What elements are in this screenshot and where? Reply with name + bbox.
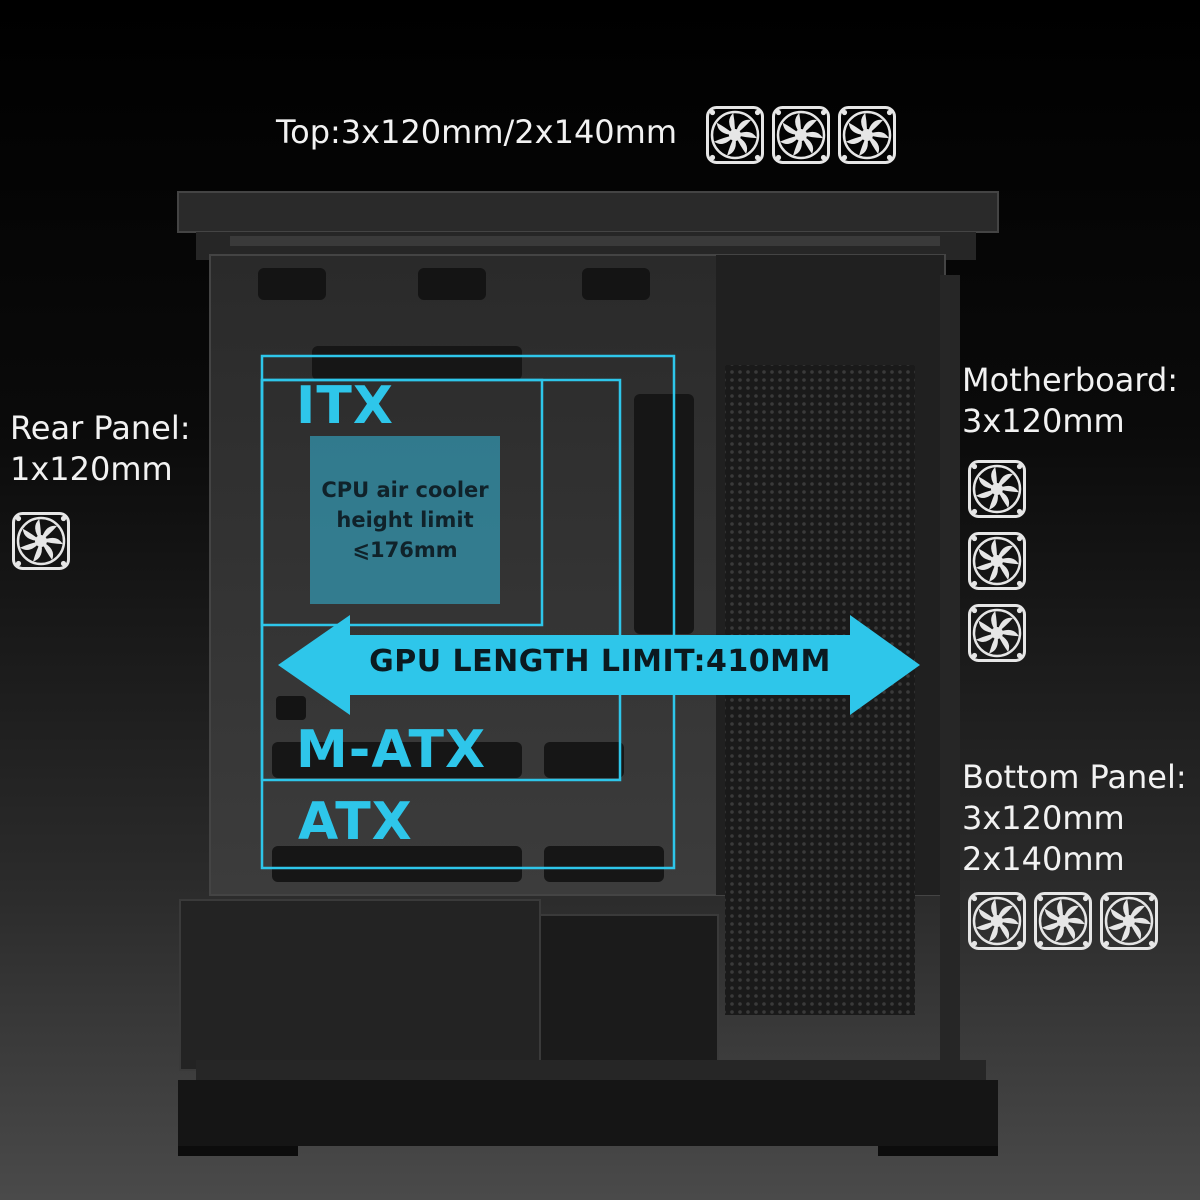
cpu-cooler-line-2: height limit xyxy=(336,508,474,532)
fan-icon xyxy=(968,892,1026,950)
rear-panel-title: Rear Panel: xyxy=(10,409,191,447)
rear-panel-label: Rear Panel: 1x120mm xyxy=(10,408,191,490)
itx-label: ITX xyxy=(296,376,394,436)
motherboard-fans xyxy=(968,460,1026,662)
cpu-cooler-line-3: ⩽176mm xyxy=(352,538,458,562)
top-fans xyxy=(706,106,896,164)
fan-icon xyxy=(12,512,70,570)
motherboard-label: Motherboard: 3x120mm xyxy=(962,360,1178,442)
fan-icon xyxy=(772,106,830,164)
fan-icon xyxy=(838,106,896,164)
gpu-length-limit: GPU LENGTH LIMIT:410MM xyxy=(369,644,831,679)
fan-icon xyxy=(1034,892,1092,950)
bottom-fans xyxy=(968,892,1158,950)
cpu-cooler-line-1: CPU air cooler xyxy=(321,478,489,502)
cpu-cooler-limit-box: CPU air cooler height limit ⩽176mm xyxy=(310,436,500,604)
fan-icon xyxy=(706,106,764,164)
fan-icon xyxy=(968,460,1026,518)
rear-fans xyxy=(12,512,70,570)
rear-panel-size: 1x120mm xyxy=(10,450,173,488)
top-fan-label: Top:3x120mm/2x140mm xyxy=(276,113,677,151)
bottom-panel-title: Bottom Panel: xyxy=(962,758,1187,796)
motherboard-title: Motherboard: xyxy=(962,361,1179,399)
motherboard-size: 3x120mm xyxy=(962,402,1125,440)
bottom-panel-label: Bottom Panel: 3x120mm 2x140mm xyxy=(962,757,1187,880)
atx-label: ATX xyxy=(298,792,413,852)
fan-icon xyxy=(968,532,1026,590)
matx-label: M-ATX xyxy=(296,720,487,780)
fan-icon xyxy=(1100,892,1158,950)
fan-icon xyxy=(968,604,1026,662)
bottom-panel-size-1: 3x120mm xyxy=(962,799,1125,837)
bottom-panel-size-2: 2x140mm xyxy=(962,840,1125,878)
